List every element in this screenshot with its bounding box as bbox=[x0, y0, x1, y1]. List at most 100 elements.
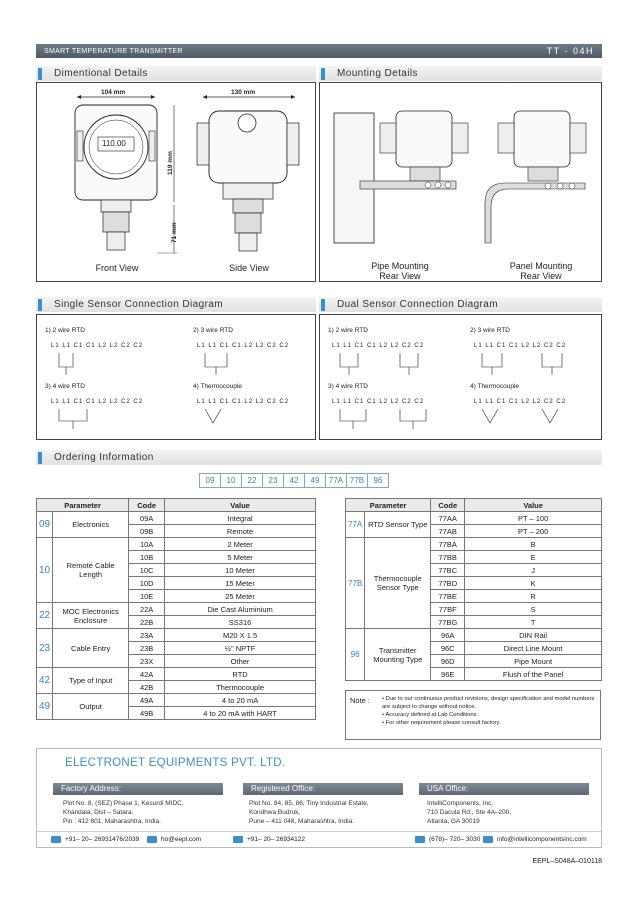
phone-text: (678)– 720– 3030 bbox=[429, 836, 481, 843]
email-india[interactable]: ho@eepl.com bbox=[147, 836, 201, 843]
company-footer: ELECTRONET EQUIPMENTS PVT. LTD. Factory … bbox=[36, 748, 602, 848]
value-cell: Direct Line Mount bbox=[464, 641, 602, 655]
usa-address: IntelliComponents, Inc. 710 Dacula Rd., … bbox=[427, 800, 512, 825]
value-cell: Other bbox=[164, 654, 316, 668]
phone-usa[interactable]: (678)– 720– 3030 bbox=[415, 836, 480, 843]
value-cell: RTD bbox=[164, 667, 316, 681]
note-item: • Due to our continuous product revision… bbox=[382, 696, 595, 710]
value-cell: S bbox=[464, 602, 602, 616]
code-cell: 77BE bbox=[430, 589, 466, 603]
header-parameter: Parameter bbox=[344, 498, 432, 512]
factory-address: Plot No. 8, (SEZ) Phase 1, Kesurdi MIDC,… bbox=[63, 800, 184, 825]
dual-diagram-4: 4) Thermocouple bbox=[470, 383, 520, 390]
group-number: 77A bbox=[344, 511, 366, 538]
code-cell: 10C bbox=[128, 563, 166, 577]
registered-heading: Registered Office: bbox=[243, 783, 403, 795]
section-marker bbox=[38, 298, 42, 311]
value-cell: ½" NPTF bbox=[164, 641, 316, 655]
section-marker bbox=[321, 298, 325, 311]
code-cell: 77AA bbox=[430, 511, 466, 525]
dual-sensor-box: 1) 2 wire RTD 2) 3 wire RTD L1 L1 C1 C1 … bbox=[319, 314, 602, 440]
code-cell: 23X bbox=[128, 654, 166, 668]
single-diagram-3: 3) 4 wire RTD bbox=[45, 383, 85, 390]
value-cell: M20 X 1.5 bbox=[164, 628, 316, 642]
order-code: 42 bbox=[283, 473, 305, 488]
fax-text: +91– 20– 26934122 bbox=[247, 836, 306, 843]
header-cell: Code bbox=[128, 498, 166, 512]
order-code-strip: 09 10 22 23 42 49 77A 77B 96 bbox=[199, 473, 389, 488]
section-title: Single Sensor Connection Diagram bbox=[54, 299, 223, 310]
code-cell: 96C bbox=[430, 641, 466, 655]
note-label: Note : bbox=[350, 696, 371, 705]
group-number: 49 bbox=[35, 693, 54, 720]
code-cell: 77BF bbox=[430, 602, 466, 616]
dimensional-box: 104 mm 130 mm 119 mm 71 mm 110.00 Front … bbox=[36, 82, 316, 282]
value-cell: PT – 100 bbox=[464, 511, 602, 525]
dual-terminals-1: L1 L1 C1 C1 L2 L2 C2 C2 bbox=[332, 343, 425, 349]
mounting-box: Pipe Mounting Rear View Panel Mounting R… bbox=[319, 82, 602, 282]
code-cell: 77BC bbox=[430, 563, 466, 577]
note-item: • Accuracy defined at Lab Conditions. bbox=[382, 712, 479, 718]
dim-front-width: 104 mm bbox=[101, 89, 126, 96]
email-usa[interactable]: info@intellicomponentsinc.com bbox=[483, 836, 587, 843]
company-name: ELECTRONET EQUIPMENTS PVT. LTD. bbox=[65, 757, 286, 769]
value-cell: R bbox=[464, 589, 602, 603]
dimensional-drawing bbox=[74, 95, 300, 254]
dual-wiring bbox=[339, 353, 563, 429]
value-cell: K bbox=[464, 576, 602, 590]
display-readout: 110.00 bbox=[102, 139, 126, 148]
side-view-label: Side View bbox=[229, 263, 269, 273]
header-cell: Value bbox=[164, 498, 316, 512]
dual-terminals-2: L1 L1 C1 C1 L2 L2 C2 C2 bbox=[474, 343, 567, 349]
section-dual: Dual Sensor Connection Diagram bbox=[319, 297, 602, 312]
value-cell: Thermocouple bbox=[164, 680, 316, 694]
mounting-drawing bbox=[333, 110, 587, 244]
fax-india[interactable]: +91– 20– 26934122 bbox=[233, 836, 305, 843]
code-cell: 09B bbox=[128, 524, 166, 538]
email-text: ho@eepl.com bbox=[161, 836, 202, 843]
single-terminals-4: L1 L1 C1 C1 L2 L2 C2 C2 bbox=[197, 399, 290, 405]
section-title: Dual Sensor Connection Diagram bbox=[337, 299, 498, 310]
group-parameter: Cable Entry bbox=[52, 628, 130, 668]
code-cell: 09A bbox=[128, 511, 166, 525]
group-number: 22 bbox=[35, 602, 54, 629]
section-marker bbox=[38, 67, 42, 80]
single-diagram-2: 2) 3 wire RTD bbox=[193, 327, 233, 334]
phone-india[interactable]: +91– 20– 26931476/2039 bbox=[51, 836, 139, 843]
value-cell: Flush of the Panel bbox=[464, 667, 602, 681]
header-cell: Code bbox=[430, 498, 466, 512]
group-number: 09 bbox=[35, 511, 54, 538]
dual-diagram-1: 1) 2 wire RTD bbox=[328, 327, 368, 334]
code-cell: 77BA bbox=[430, 537, 466, 551]
section-marker bbox=[38, 451, 42, 464]
product-code: TT - 04H bbox=[546, 46, 594, 56]
dual-terminals-3: L1 L1 C1 C1 L2 L2 C2 C2 bbox=[332, 399, 425, 405]
value-cell: PT – 200 bbox=[464, 524, 602, 538]
value-cell: Remote bbox=[164, 524, 316, 538]
single-terminals-2: L1 L1 C1 C1 L2 L2 C2 C2 bbox=[197, 343, 290, 349]
code-cell: 22B bbox=[128, 615, 166, 629]
group-parameter: RTD Sensor Type bbox=[364, 511, 432, 538]
note-items: • Due to our continuous product revision… bbox=[382, 695, 598, 727]
value-cell: T bbox=[464, 615, 602, 629]
group-number: 23 bbox=[35, 628, 54, 668]
front-view-label: Front View bbox=[95, 263, 139, 273]
order-code: 10 bbox=[220, 473, 242, 488]
group-number: 96 bbox=[344, 628, 366, 681]
code-cell: 77AB bbox=[430, 524, 466, 538]
group-parameter: MOC Electronics Enclosure bbox=[52, 602, 130, 629]
value-cell: SS316 bbox=[164, 615, 316, 629]
dual-diagram-3: 3) 4 wire RTD bbox=[328, 383, 368, 390]
section-mounting: Mounting Details bbox=[319, 66, 602, 81]
code-cell: 10E bbox=[128, 589, 166, 603]
